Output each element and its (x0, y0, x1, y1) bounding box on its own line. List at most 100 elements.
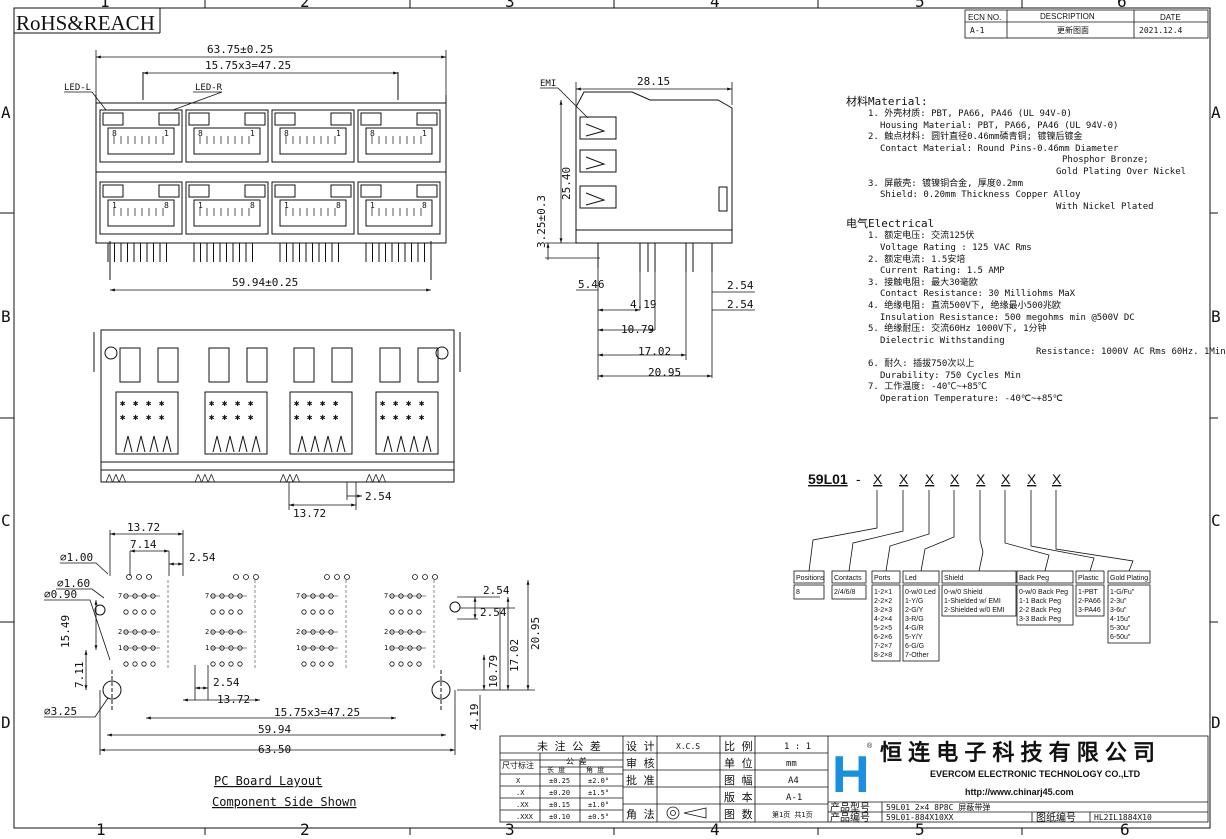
val-unit: mm (786, 759, 797, 769)
bottom-view-dims (288, 482, 362, 510)
phi-1-60: ⌀1.60 (57, 577, 90, 590)
part-code-slot: X (873, 471, 883, 487)
solder-pins (279, 243, 339, 262)
pcb-caption-2: Component Side Shown (212, 795, 357, 809)
led-r-label: LED-R (195, 83, 223, 93)
option-box-item: 3-R/G (905, 616, 924, 623)
dim-side-d5: 20.95 (648, 366, 681, 379)
row-label-a-r: A (1211, 103, 1221, 122)
dim-pcb-4-19: 4.19 (468, 704, 481, 731)
pin-mark: ✱ (419, 413, 425, 423)
pin-mark: ✱ (333, 399, 339, 409)
lbl-unit: 单 位 (724, 756, 753, 770)
col-label-3: 3 (505, 0, 515, 11)
side-view (575, 91, 733, 272)
spec-line: Current Rating: 1.5 AMP (880, 266, 1005, 277)
dim-pcb-2-54c: 2.54 (480, 606, 507, 619)
part-code-slot: X (1001, 471, 1011, 487)
spec-line: Shield: 0.20mm Thickness Copper Alloy (880, 190, 1081, 201)
dim-pcb-13-72b: 13.72 (217, 693, 250, 706)
side-view-dims (540, 82, 755, 380)
tol-rows: X±0.25±2.0°.X±0.20±1.5°.XX±0.15±1.0°.XXX… (516, 777, 609, 821)
pin-label: 8 (370, 129, 375, 138)
tol-row-label: .X (516, 789, 525, 797)
pin-mark: ✱ (406, 413, 412, 423)
val-dwg: HL2IL1884X10 (1094, 813, 1152, 822)
option-box-title: Gold Plating (1110, 575, 1148, 582)
tol-row-length: ±0.25 (549, 777, 570, 785)
lbl-pages: 图 数 (724, 808, 753, 821)
col-label-4b: 4 (710, 820, 720, 839)
company-cn-name: 恒 连 电 子 科 技 有 限 公 司 (880, 740, 1155, 765)
bottom-module: ✱✱✱✱✱✱✱✱⋀⋀⋀ (279, 347, 353, 482)
dim-side-height: 25.40 (560, 167, 573, 200)
spec-line: Housing Material: PBT, PA66, PA46 (UL 94… (880, 120, 1119, 131)
option-box-title: Shield (944, 575, 964, 582)
col-label-5: 5 (915, 0, 925, 11)
sheet-frame (13, 7, 1211, 829)
solder-pins (365, 243, 425, 262)
option-box-title: Plastic (1078, 575, 1099, 582)
pin-mark: ✱ (320, 413, 326, 423)
pin-number: 2 (384, 628, 388, 636)
option-box-item: 8-2×8 (874, 652, 892, 659)
tol-row-label: .XX (516, 801, 529, 809)
option-box-item: 2-2 Back Peg (1019, 607, 1061, 614)
pin-label: 1 (336, 129, 341, 138)
spec-line: 1. 外壳材质: PBT, PA66, PA46 (UL 94V-0) (868, 109, 1072, 119)
dim-pcb-13-72: 13.72 (127, 521, 160, 534)
option-box-item: 6-2×6 (874, 634, 892, 641)
pin-mark: ✱ (159, 413, 165, 423)
dim-pcb-10-79: 10.79 (487, 655, 500, 688)
dim-pcb-7-11: 7.11 (73, 662, 86, 689)
option-box-item: 4-2×4 (874, 616, 892, 623)
col-label-5b: 5 (915, 820, 925, 839)
dim-pcb-2-54d: 2.54 (213, 676, 240, 689)
lbl-approve: 批 准 (626, 773, 655, 787)
solder-pins (193, 243, 253, 262)
spec-line: 3. 屏蔽壳: 镀镍铜合金, 厚度0.2mm (868, 178, 1024, 189)
company-url: http://www.chinarj45.com (965, 787, 1074, 797)
rev-desc: 更新图面 (1057, 25, 1089, 35)
pin-mark: ✱ (133, 399, 139, 409)
option-box-item: 2-G/Y (905, 607, 924, 614)
side-view-labels: EMI 28.15 25.40 3.25±0.3 5.46 4.19 10.79… (535, 75, 754, 379)
spec-line: 材料Material: (846, 95, 928, 108)
dim-front-pitch: 15.75x3=47.25 (205, 59, 291, 72)
dim-bottom-d2: 2.54 (365, 490, 392, 503)
col-label-6: 6 (1117, 0, 1127, 11)
pin-label: 1 (250, 129, 255, 138)
company-en-name: EVERCOM ELECTRONIC TECHNOLOGY CO.,LTD (930, 769, 1141, 779)
rev-header-desc: DESCRIPTION (1040, 12, 1095, 21)
emi-label: EMI (540, 79, 556, 89)
spec-line: 6. 耐久: 插拔750次以上 (868, 359, 975, 369)
phi-0-90: ⌀0.90 (44, 588, 77, 601)
pin-label: 1 (284, 201, 289, 210)
pin-label: 1 (198, 201, 203, 210)
val-design: X.C.S (676, 742, 700, 751)
pin-mark: ✱ (294, 399, 300, 409)
part-code-slot: X (1027, 471, 1037, 487)
rev-header-ecn: ECN NO. (968, 13, 1001, 22)
part-code-option-box: Ports1-2×12-2×23-2×34-2×45-2×56-2×67-2×7… (871, 570, 901, 662)
dim-side-d3: 10.79 (621, 323, 654, 336)
part-code-slot: X (950, 471, 960, 487)
bottom-view-labels: 13.72 2.54 (293, 490, 392, 520)
part-code-option-box: Gold Plating1-G/Fu"2-3u"3-6u"4-15u"5-30u… (1107, 570, 1151, 644)
pin-label: 8 (112, 129, 117, 138)
option-box-item: 1-PBT (1078, 589, 1099, 596)
row-label-b: B (1, 307, 11, 326)
registered-icon: ® (867, 742, 873, 750)
spec-line: 2. 触点材料: 圆针直径0.46mm磷青铜; 镀镍后镀金 (868, 132, 1083, 143)
row-label-d: D (1, 713, 11, 732)
tol-col-angle: 角 度 (586, 765, 604, 774)
rev-ecn: A-1 (970, 26, 985, 35)
val-pages: 第1页 共1页 (772, 810, 813, 819)
